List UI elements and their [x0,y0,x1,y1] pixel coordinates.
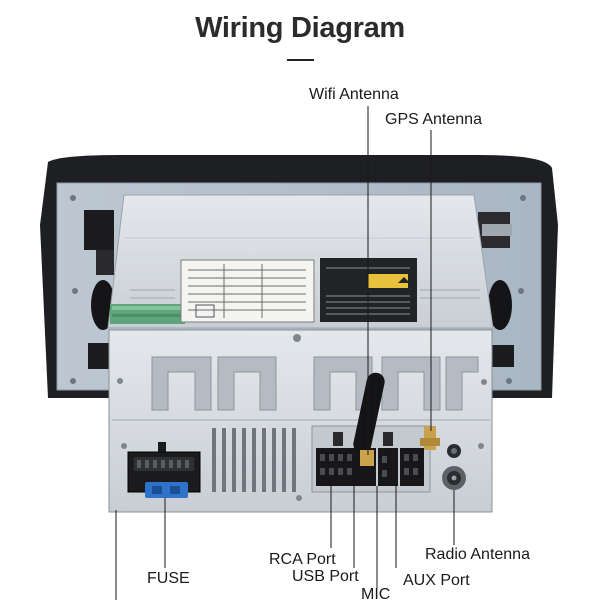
fuse [145,482,188,498]
vent-slots [212,428,296,492]
gps-antenna-connector [420,426,440,450]
page-title: Wiring Diagram [195,12,405,44]
right-knob [488,280,512,330]
heatsink-fins [151,356,479,411]
radio-antenna-socket [442,444,466,490]
fuse-label: FUSE [147,570,190,587]
gps-antenna-label: GPS Antenna [385,111,482,128]
spec-sticker [180,259,315,323]
mic-label: MIC [361,586,391,603]
radio-antenna-label: Radio Antenna [425,546,530,563]
usb-port-label: USB Port [292,568,359,585]
aux-port-label: AUX Port [403,572,470,589]
wifi-antenna-label: Wifi Antenna [309,86,399,103]
callout-lines [115,106,455,600]
rca-port-label: RCA Port [269,551,336,568]
title-underline [287,59,314,61]
wifi-antenna [353,372,385,466]
left-bracket [84,210,114,250]
